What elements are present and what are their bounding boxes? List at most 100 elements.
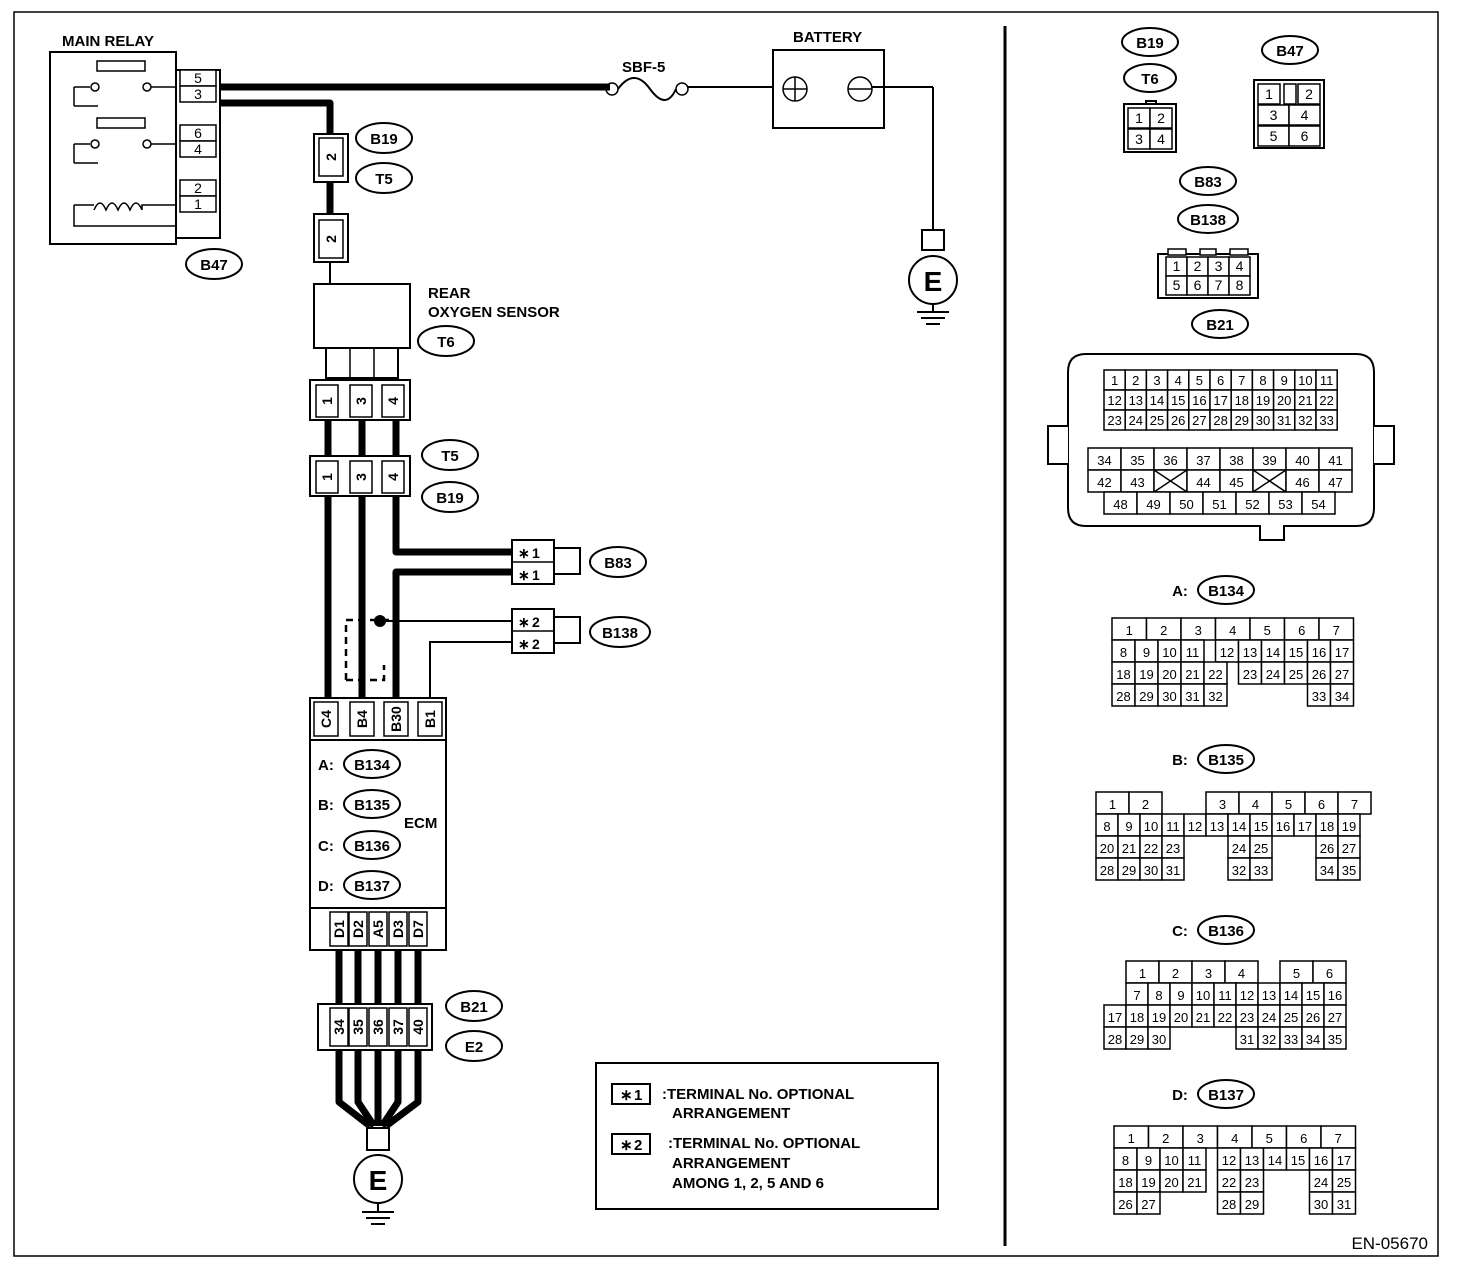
view-b137-pin: 4	[1231, 1131, 1238, 1146]
view-b134-pin: 33	[1312, 689, 1326, 704]
b21-view-pin: 49	[1146, 497, 1160, 512]
b83-pin: 6	[1194, 277, 1202, 293]
oval-t5-top	[355, 162, 413, 194]
connector-b83: ∗ 1 ∗ 1	[511, 539, 581, 585]
b83-star-2: ∗	[518, 567, 530, 583]
view-t6-label: T6	[1141, 71, 1159, 88]
relay-pin: 2	[194, 180, 202, 196]
b21-view-pin: 12	[1107, 393, 1121, 408]
b21-view-pin-cell	[1301, 491, 1336, 515]
view-b137-pin: 29	[1245, 1197, 1259, 1212]
ground-ecm: E	[353, 1127, 403, 1225]
relay-pin: 6	[194, 125, 202, 141]
b21-view-pin: 54	[1311, 497, 1325, 512]
b83-pin: 1	[1173, 258, 1181, 274]
b21-view-pin: 31	[1277, 413, 1291, 428]
b47-pin-cell	[1288, 104, 1321, 126]
view-b137-pin: 12	[1222, 1153, 1236, 1168]
view-b135-prefix: B:	[1172, 752, 1188, 769]
view-b137-pin: 19	[1141, 1175, 1155, 1190]
view-b135-pin: 15	[1254, 819, 1268, 834]
view-b21-label: B21	[1206, 317, 1234, 334]
b21-view-pin: 4	[1175, 373, 1182, 388]
battery-title: BATTERY	[793, 29, 862, 46]
view-b138-label: B138	[1190, 212, 1226, 229]
b47-pin: 2	[1305, 86, 1313, 102]
b21-view-pin: 10	[1298, 373, 1312, 388]
view-b135-pin: 22	[1144, 841, 1158, 856]
view-b136-pin: 28	[1108, 1032, 1122, 1047]
b19-top-pin: 2	[323, 153, 339, 161]
relay-coil-icon	[73, 202, 176, 227]
t6-pin-1: 1	[319, 397, 335, 405]
view-b136-pin: 6	[1326, 966, 1333, 981]
b21-pin: 36	[370, 1019, 386, 1035]
view-b137-pin: 14	[1268, 1153, 1282, 1168]
view-b137-pin: 20	[1164, 1175, 1178, 1190]
t5-pin-3: 3	[353, 473, 369, 481]
b21-view-pin: 50	[1179, 497, 1193, 512]
view-b135-pin: 31	[1166, 863, 1180, 878]
view-b135-pin: 33	[1254, 863, 1268, 878]
oval-view-b47	[1261, 35, 1319, 65]
view-b137-pin: 31	[1337, 1197, 1351, 1212]
view-b135-pin: 7	[1351, 797, 1358, 812]
view-b137-pin: 26	[1118, 1197, 1132, 1212]
view-b136-pin: 15	[1306, 988, 1320, 1003]
relay-pin: 3	[194, 86, 202, 102]
view-b134-pin: 28	[1116, 689, 1130, 704]
view-b136-pin: 12	[1240, 988, 1254, 1003]
b21-label: B21	[460, 999, 488, 1016]
figure-code: EN-05670	[1351, 1234, 1428, 1253]
view-b137-pin: 1	[1128, 1131, 1135, 1146]
b21-view-pin: 1	[1111, 373, 1118, 388]
view-b137-prefix: D:	[1172, 1087, 1188, 1104]
view-b137-pin: 2	[1162, 1131, 1169, 1146]
view-b136-pin: 1	[1139, 966, 1146, 981]
ecm-title: ECM	[404, 815, 437, 832]
legend-1-line1: :TERMINAL No. OPTIONAL	[662, 1086, 854, 1103]
b83-pin: 7	[1215, 277, 1223, 293]
view-b135-pin: 34	[1320, 863, 1334, 878]
wire-relay-to-b19	[220, 99, 334, 135]
b21-view-pin: 21	[1298, 393, 1312, 408]
b21-view-pin: 47	[1328, 475, 1342, 490]
view-b136-pin: 35	[1328, 1032, 1342, 1047]
view-b134-pin: 9	[1143, 645, 1150, 660]
view-b134-pin: 24	[1266, 667, 1280, 682]
b21-view-pin: 14	[1150, 393, 1164, 408]
view-b134-pin: 7	[1333, 623, 1340, 638]
fuse-label: SBF-5	[622, 59, 665, 76]
view-b136-pin: 8	[1155, 988, 1162, 1003]
view-b136-prefix: C:	[1172, 923, 1188, 940]
b19t6-pin: 1	[1135, 110, 1143, 126]
b19t6-pin-cell	[1149, 128, 1173, 150]
ecm-bottom-pin: D7	[410, 920, 426, 938]
b138-star-2: ∗	[518, 636, 530, 652]
ecm-conn-prefix: D:	[318, 878, 334, 895]
view-b135-pin: 27	[1342, 841, 1356, 856]
b21-view-pin: 23	[1107, 413, 1121, 428]
view-b135-pin: 32	[1232, 863, 1246, 878]
view-b135-pin-cell	[1337, 857, 1361, 881]
view-b136-pin: 21	[1196, 1010, 1210, 1025]
connector-b19-t5-top: 2 2	[313, 133, 349, 284]
view-b134-pin: 10	[1162, 645, 1176, 660]
view-b135-pin: 21	[1122, 841, 1136, 856]
b21-view-pin: 39	[1262, 453, 1276, 468]
b21-view-pin: 26	[1171, 413, 1185, 428]
legend-1-line2: ARRANGEMENT	[672, 1105, 790, 1122]
wire-b30	[392, 568, 512, 700]
b21-view-pin: 30	[1256, 413, 1270, 428]
b83-pin: 5	[1173, 277, 1181, 293]
view-b137-pin: 9	[1145, 1153, 1152, 1168]
b21-view-pin: 16	[1192, 393, 1206, 408]
view-b135-pin: 1	[1109, 797, 1116, 812]
t5-pin-1: 1	[319, 473, 335, 481]
b47-pin: 6	[1301, 128, 1309, 144]
view-b134-pin: 12	[1220, 645, 1234, 660]
view-b137-pin: 7	[1335, 1131, 1342, 1146]
b138-star-1: ∗	[518, 614, 530, 630]
view-b134-pin: 21	[1185, 667, 1199, 682]
view-b134-pin-cell	[1329, 683, 1355, 707]
